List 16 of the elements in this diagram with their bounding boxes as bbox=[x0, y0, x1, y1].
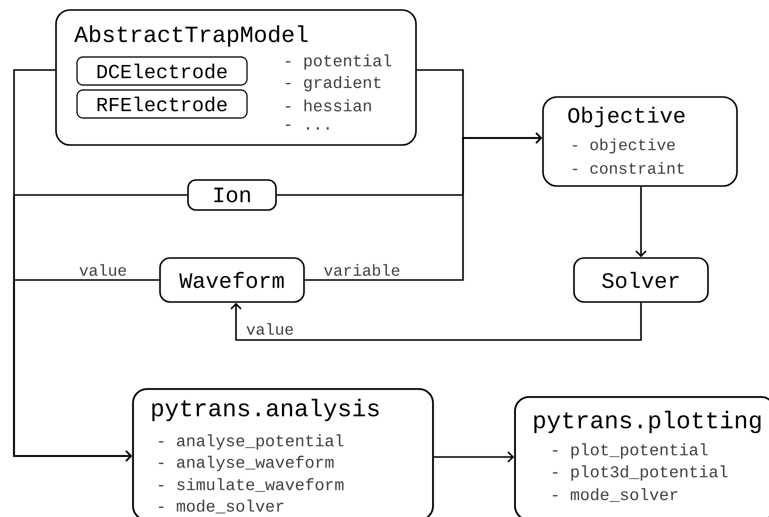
arrow bbox=[13, 279, 160, 462]
edge-label: value bbox=[78, 263, 128, 277]
rounded-box: Ion bbox=[187, 179, 277, 211]
edge-label: value bbox=[245, 322, 295, 336]
electrode-box: DCElectrode bbox=[76, 56, 248, 86]
rounded-box: Solver bbox=[573, 257, 709, 303]
electrode-box: RFElectrode bbox=[76, 89, 248, 119]
arrow bbox=[304, 132, 542, 281]
rounded-box: Waveform bbox=[159, 257, 305, 303]
edge-label: variable bbox=[322, 263, 402, 277]
rounded-box: Objective - objective - constraint bbox=[542, 96, 738, 187]
arrow bbox=[230, 302, 642, 341]
arrow bbox=[635, 186, 647, 258]
rounded-box: pytrans.plotting - plot_potential - plot3d_potential - mode_solver bbox=[514, 396, 769, 517]
arrow bbox=[434, 451, 514, 463]
rounded-box: pytrans.analysis - analyse_potential - analyse_waveform - simulate_waveform - mode_solver bbox=[132, 388, 434, 517]
